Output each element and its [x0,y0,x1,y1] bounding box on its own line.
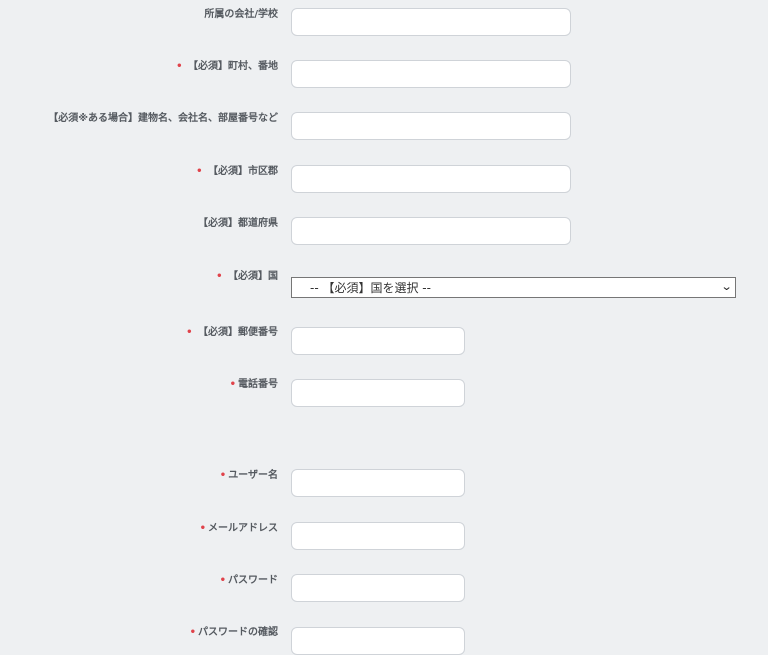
prefecture-label: 【必須】都道府県 [198,218,278,229]
required-marker-icon: • [229,379,236,390]
chevron-down-icon: ⌄ [720,280,733,293]
postal-code-label: • 【必須】郵便番号 [186,327,278,338]
town-address-input[interactable] [291,60,571,88]
prefecture-input[interactable] [291,217,571,245]
email-input[interactable] [291,522,465,550]
required-marker-icon: • [199,523,206,534]
password-confirm-label: •パスワードの確認 [189,627,278,638]
required-marker-icon: • [176,61,183,72]
postal-code-input[interactable] [291,327,465,355]
required-marker-icon: • [216,271,223,282]
password-label: •パスワード [219,575,278,586]
required-marker-icon: • [186,327,193,338]
country-select[interactable]: -- 【必須】国を選択 -- ⌄ [291,277,736,298]
required-marker-icon: • [196,166,203,177]
town-address-label: • 【必須】町村、番地 [176,61,278,72]
required-marker-icon: • [189,627,196,638]
username-input[interactable] [291,469,465,497]
email-label: •メールアドレス [199,523,278,534]
country-label: • 【必須】国 [216,271,278,282]
company-school-input[interactable] [291,8,571,36]
password-confirm-input[interactable] [291,627,465,655]
phone-input[interactable] [291,379,465,407]
city-label: • 【必須】市区郡 [196,166,278,177]
company-school-label: 所属の会社/学校 [204,9,278,20]
required-marker-icon: • [219,575,226,586]
building-label: 【必須※ある場合】建物名、会社名、部屋番号など [48,113,278,124]
city-input[interactable] [291,165,571,193]
username-label: •ユーザー名 [219,470,278,481]
building-input[interactable] [291,112,571,140]
country-select-value: -- 【必須】国を選択 -- [310,281,431,295]
required-marker-icon: • [219,470,227,481]
password-input[interactable] [291,574,465,602]
phone-label: •電話番号 [229,379,278,390]
